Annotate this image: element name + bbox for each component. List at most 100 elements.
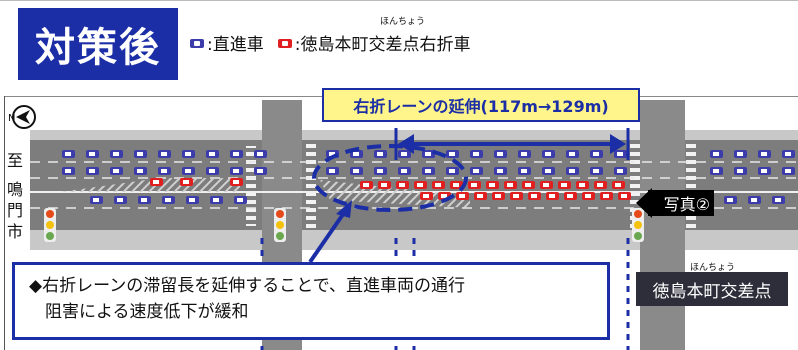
straight-car-window [329, 152, 335, 156]
straight-car-window [569, 169, 575, 173]
straight-car-window [377, 169, 383, 173]
straight-car-window [141, 198, 147, 202]
straight-car-window [617, 152, 623, 156]
straight-car-window [165, 198, 171, 202]
right-turn-car-window [381, 183, 387, 187]
straight-car-window [545, 169, 551, 173]
straight-car-window [737, 169, 743, 173]
side-char: 鳴 [6, 180, 23, 199]
right-turn-car-window [549, 194, 555, 198]
straight-car-window [257, 152, 263, 156]
right-turn-car-window [615, 183, 621, 187]
extension-label: 右折レーンの延伸(117m→129m) [322, 88, 640, 122]
straight-car-window [521, 169, 527, 173]
straight-car-window [785, 169, 791, 173]
straight-car-window [329, 169, 335, 173]
straight-car-window [113, 169, 119, 173]
straight-car-window [189, 198, 195, 202]
right-turn-car-window [561, 183, 567, 187]
straight-car-window [209, 169, 215, 173]
highlight-ellipse [312, 144, 468, 212]
straight-car-window [233, 152, 239, 156]
right-turn-car-window [363, 183, 369, 187]
crosswalk-3 [630, 144, 640, 230]
right-turn-car-window [153, 180, 159, 184]
straight-car-window [161, 169, 167, 173]
right-turn-car-window [525, 183, 531, 187]
straight-car-window [161, 152, 167, 156]
straight-car-window [113, 152, 119, 156]
right-turn-car-window [233, 180, 239, 184]
traffic-light-mid [274, 208, 286, 242]
straight-car-window [237, 198, 243, 202]
destination-text: 至 鳴 門 市 [6, 150, 24, 242]
straight-car-window [209, 152, 215, 156]
map-frame-left [4, 96, 5, 350]
top-border [0, 0, 798, 1]
right-turn-car-window [477, 194, 483, 198]
right-turn-car-window [471, 183, 477, 187]
straight-car-window [425, 152, 431, 156]
straight-car-window [185, 152, 191, 156]
straight-car-window [713, 152, 719, 156]
straight-car-window [751, 198, 757, 202]
pointer-line [308, 208, 348, 264]
straight-car-window [593, 152, 599, 156]
straight-car-window [377, 152, 383, 156]
side-char: 門 [6, 201, 23, 220]
straight-car-window [593, 169, 599, 173]
crosswalk-2 [306, 144, 316, 230]
straight-car-window [65, 169, 71, 173]
straight-car-window [497, 152, 503, 156]
page-title: 対策後 [18, 8, 178, 80]
legend-right-label: :徳島本町交差点右折車 [294, 35, 471, 55]
straight-car-window [233, 169, 239, 173]
traffic-light-right [632, 208, 644, 242]
taper-mid [320, 180, 470, 208]
straight-car-window [137, 169, 143, 173]
legend-straight-label: :直進車 [207, 35, 264, 55]
pointer-head [336, 200, 352, 218]
compass-icon: N [6, 102, 36, 132]
side-char: 市 [6, 222, 23, 241]
straight-car-window [521, 152, 527, 156]
right-turn-car-window [423, 194, 429, 198]
extension-arrow [394, 128, 630, 160]
straight-car-window [449, 169, 455, 173]
straight-car-window [737, 152, 743, 156]
right-turn-car-window [543, 183, 549, 187]
right-turn-car-window [513, 194, 519, 198]
straight-car-window [473, 169, 479, 173]
straight-car-window [185, 169, 191, 173]
straight-car-window [785, 152, 791, 156]
straight-car-window [449, 152, 455, 156]
crosswalks [246, 146, 256, 226]
straight-car-window [65, 152, 71, 156]
right-turn-car-window [585, 194, 591, 198]
straight-car-window [617, 169, 623, 173]
straight-car-window [137, 152, 143, 156]
straight-car-window [761, 169, 767, 173]
straight-car-window [257, 169, 263, 173]
right-turn-car-window [399, 183, 405, 187]
legend: :直進車 :徳島本町交差点右折車 [190, 30, 470, 55]
straight-car-window [93, 198, 99, 202]
right-turn-car-window [459, 194, 465, 198]
straight-car-window [545, 152, 551, 156]
intersection-ruby: ほんちょう [690, 263, 736, 273]
svg-text:N: N [8, 113, 15, 124]
right-turn-car-window [579, 183, 585, 187]
cross-road-right [640, 100, 685, 350]
right-turn-car-window [507, 183, 513, 187]
straight-car-window [727, 198, 733, 202]
straight-car-window [473, 152, 479, 156]
straight-car-window [497, 169, 503, 173]
side-char: 至 [6, 151, 23, 170]
straight-car-window [117, 198, 123, 202]
straight-car-window [761, 152, 767, 156]
straight-car-window [775, 198, 781, 202]
right-turn-car-window [435, 183, 441, 187]
straight-car-window [213, 198, 219, 202]
straight-car-window [401, 152, 407, 156]
